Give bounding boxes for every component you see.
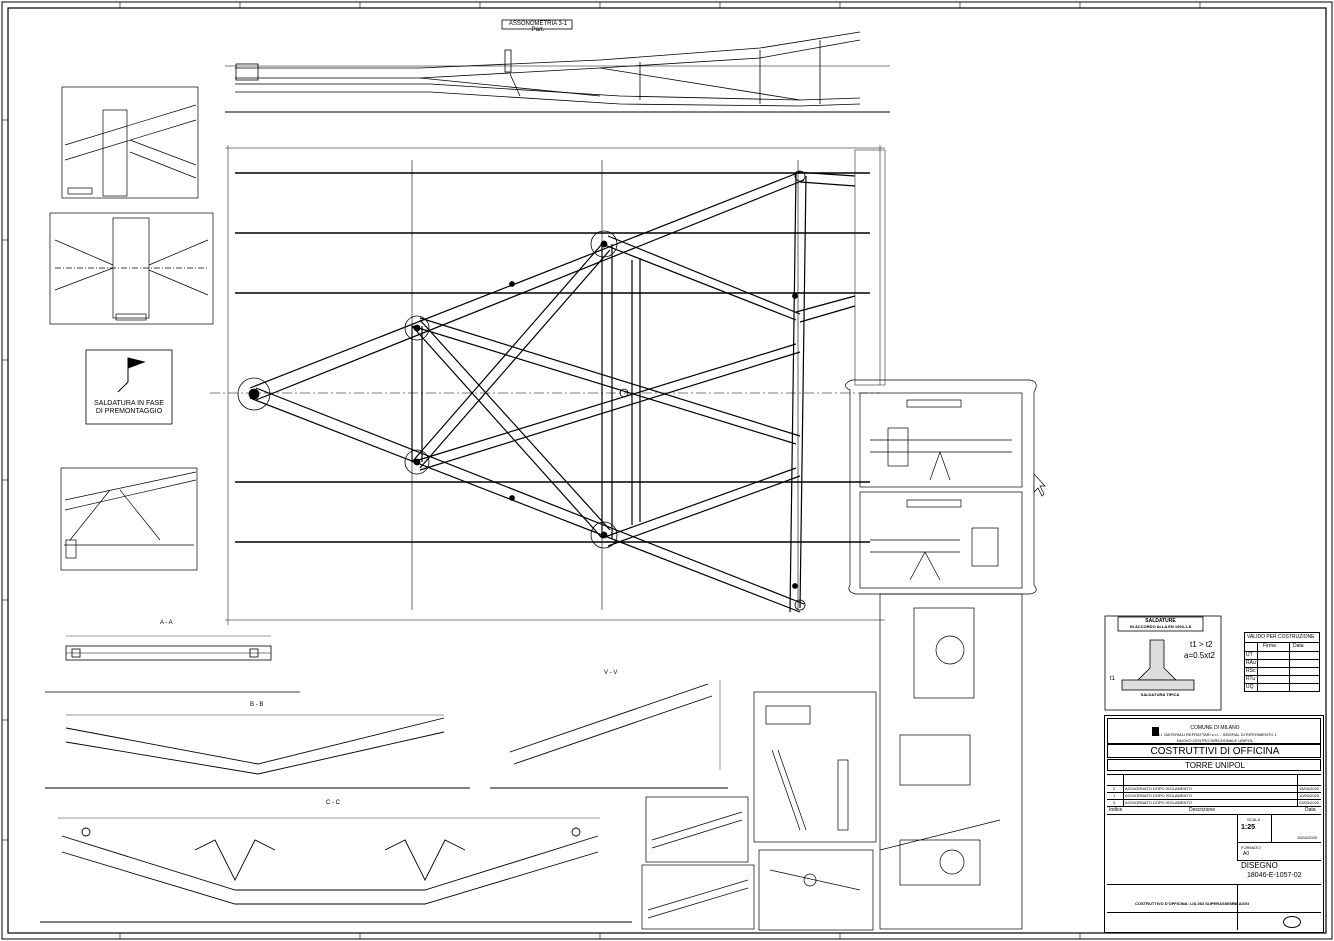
- revision-number: 1: [1113, 793, 1116, 798]
- formato-value: A0: [1243, 851, 1250, 857]
- drawing-number: 18046-E-1057-02: [1247, 872, 1302, 879]
- drawing-date: 15/04/2020: [1297, 835, 1318, 840]
- validity-row: UT: [1246, 652, 1253, 658]
- plan-truss: [249, 171, 856, 613]
- weld-formula-1: t1 > t2: [1190, 640, 1213, 649]
- bottom-detail-frames: [641, 691, 877, 931]
- section-a-a: [45, 635, 300, 693]
- disegno-label: DISEGNO: [1241, 861, 1278, 870]
- validity-row: RSc: [1246, 668, 1256, 674]
- flag-icon: [117, 357, 146, 393]
- section-v-v: [490, 680, 728, 789]
- note-text-line2: DI PREMONTAGGIO: [95, 408, 163, 415]
- validity-col-firma: Firma: [1263, 643, 1276, 649]
- title-block: COMUNE DI MILANO S.B.I. MATERIALI REFRAT…: [1104, 715, 1324, 933]
- plan-nodes: [237, 170, 806, 611]
- validity-col-data: Data: [1293, 643, 1304, 649]
- section-label-a: A - A: [160, 620, 173, 626]
- validity-row: UQ: [1246, 684, 1254, 690]
- scala-value: 1:25: [1241, 824, 1256, 831]
- doc-type: COSTRUTTIVI DI OFFICINA: [1150, 746, 1280, 757]
- col-indice: Indice: [1109, 807, 1123, 813]
- section-label-b: B - B: [250, 702, 264, 708]
- validity-table: VALIDO PER COSTRUZIONE Firma Data UT RAu…: [1244, 632, 1320, 692]
- note-text-line1: SALDATURA IN FASE: [94, 400, 164, 407]
- client-line-1: COMUNE DI MILANO: [1190, 725, 1240, 731]
- validity-row: RTu: [1246, 676, 1256, 682]
- plan-grid: [210, 145, 886, 625]
- projection-symbol-icon: [1283, 916, 1301, 928]
- weld-label-t1: t1: [1110, 676, 1116, 682]
- col-descrizione: Descrizione: [1189, 807, 1216, 813]
- revision-description: AGGIORNATO DOPO ISOLAMENTO: [1125, 800, 1192, 805]
- project-box: TORRE UNIPOL: [1107, 759, 1321, 771]
- note-box: [85, 349, 173, 425]
- section-c-c: [40, 817, 632, 923]
- weld-caption: SALDATURA TIPICA: [1140, 692, 1180, 697]
- client-box: COMUNE DI MILANO S.B.I. MATERIALI REFRAT…: [1107, 718, 1321, 744]
- validity-row: RAu: [1246, 660, 1256, 666]
- detail-view-2: [49, 212, 214, 325]
- section-label-v: V - V: [604, 670, 618, 676]
- weld-title: SALDATURE: [1145, 618, 1176, 624]
- revision-number: 2: [1113, 786, 1116, 791]
- revision-date: 10/03/2020: [1299, 793, 1320, 798]
- weld-formula-2: a=0.5xt2: [1184, 651, 1215, 660]
- section-b-b: [45, 714, 470, 789]
- weld-detail-graphic: [1104, 615, 1222, 711]
- doc-type-box: COSTRUTTIVI DI OFFICINA: [1107, 744, 1321, 758]
- validity-title: VALIDO PER COSTRUZIONE: [1247, 634, 1315, 640]
- revision-date: 03/03/2020: [1299, 800, 1320, 805]
- client-line-3: NUOVO CENTRO DIREZIONALE UNIPOL: [1176, 738, 1254, 743]
- scala-label: SCALA: [1247, 817, 1261, 822]
- detail-view-1: [61, 86, 199, 199]
- detail-view-3: [60, 467, 198, 571]
- project-name: TORRE UNIPOL: [1185, 761, 1245, 770]
- col-data: Data: [1305, 807, 1316, 813]
- revision-description: AGGIORNATO DOPO ISOLAMENTO: [1125, 793, 1192, 798]
- formato-label: FORMATO: [1241, 845, 1261, 850]
- revision-date: 15/04/2020: [1299, 786, 1320, 791]
- top-title: ASSONOMETRIA 3-1 Part.: [508, 21, 568, 33]
- client-line-2: S.B.I. MATERIALI REFRATTARI s.r.l. - SID…: [1153, 732, 1277, 737]
- right-detail-column: [845, 379, 1046, 930]
- client-logo-icon: [1152, 727, 1159, 736]
- section-label-c: C - C: [326, 800, 340, 806]
- top-elevation-view: [225, 19, 890, 113]
- revision-number: 0: [1113, 800, 1116, 805]
- drawing-description: COSTRUTTIVO D'OFFICINA: LIS-063 SUPERASS…: [1135, 901, 1249, 906]
- revision-description: AGGIORNATO DOPO ISOLAMENTO: [1125, 786, 1192, 791]
- weld-subtitle: IN ACCORDO ALLA EN 1993-1-8: [1130, 624, 1191, 629]
